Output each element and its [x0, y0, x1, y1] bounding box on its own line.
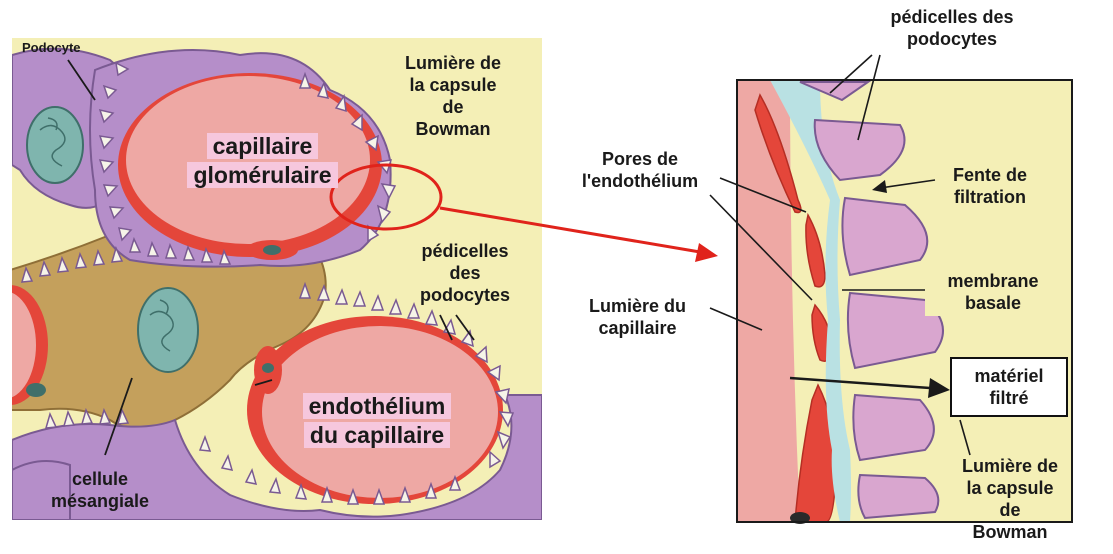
- zoom-arrow-head: [695, 243, 718, 262]
- label-capillaire-glomerulaire: capillaire glomérulaire: [175, 132, 350, 190]
- label-podocyte: Podocyte: [22, 40, 81, 55]
- label-pedicelles-top-right: pédicelles des podocytes: [862, 6, 1042, 50]
- label-lumiere-capillaire: Lumière du capillaire: [565, 295, 710, 339]
- label-pores-endothelium: Pores de l'endothélium: [565, 148, 715, 192]
- label-materiel-filtre: matériel filtré: [950, 357, 1068, 417]
- label-endothelium-capillaire: endothélium du capillaire: [282, 392, 472, 450]
- label-fente-filtration: Fente de filtration: [930, 164, 1050, 208]
- label-pedicelles-mid: pédicelles des podocytes: [410, 240, 520, 306]
- label-membrane-basale: membrane basale: [925, 268, 1061, 316]
- podocyte-nucleus: [27, 107, 83, 183]
- mesangial-nucleus: [138, 288, 198, 372]
- label-cellule-mesangiale: cellule mésangiale: [40, 468, 160, 512]
- label-lumiere-capsule-top: Lumière de la capsule de Bowman: [388, 52, 518, 140]
- label-lumiere-capsule-bottom: Lumière de la capsule de Bowman: [950, 455, 1070, 543]
